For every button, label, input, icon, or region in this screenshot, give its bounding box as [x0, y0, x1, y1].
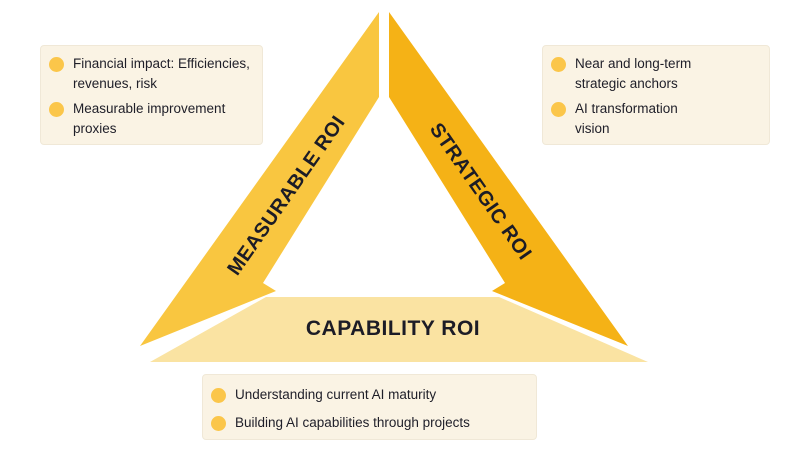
text-line: Building AI capabilities through project…: [235, 415, 470, 430]
list-item-text: Building AI capabilities through project…: [235, 413, 470, 433]
bullet-dot-icon: [551, 56, 566, 72]
capability-roi-info-box: Understanding current AI maturity Buildi…: [202, 374, 537, 440]
list-item-text: Financial impact: Efficiencies, revenues…: [73, 54, 250, 94]
list-item-text: AI transformation vision: [575, 99, 678, 139]
text-line: strategic anchors: [575, 76, 678, 91]
list-item: Financial impact: Efficiencies, revenues…: [49, 54, 250, 94]
strategic-roi-band-shape: [389, 12, 628, 346]
bullet-dot-icon: [49, 101, 64, 117]
measurable-roi-info-box: Financial impact: Efficiencies, revenues…: [40, 45, 263, 145]
bullet-dot-icon: [49, 56, 64, 72]
text-line: AI transformation: [575, 101, 678, 116]
list-item-text: Understanding current AI maturity: [235, 385, 436, 405]
bullet-dot-icon: [551, 101, 566, 117]
text-line: Measurable improvement: [73, 101, 226, 116]
list-item: Building AI capabilities through project…: [211, 413, 524, 433]
list-item: AI transformation vision: [551, 99, 757, 139]
text-line: proxies: [73, 121, 117, 136]
strategic-roi-info-box: Near and long-term strategic anchors AI …: [542, 45, 770, 145]
text-line: Financial impact: Efficiencies,: [73, 56, 250, 71]
list-item: Near and long-term strategic anchors: [551, 54, 757, 94]
capability-roi-label: CAPABILITY ROI: [305, 317, 481, 340]
list-item-text: Near and long-term strategic anchors: [575, 54, 691, 94]
text-line: revenues, risk: [73, 76, 158, 91]
list-item: Understanding current AI maturity: [211, 385, 524, 405]
text-line: vision: [575, 121, 610, 136]
list-item-text: Measurable improvement proxies: [73, 99, 225, 139]
capability-roi-band-shape: [150, 297, 648, 362]
text-line: Near and long-term: [575, 56, 692, 71]
bullet-dot-icon: [211, 387, 226, 403]
text-line: Understanding current AI maturity: [235, 387, 437, 402]
bullet-dot-icon: [211, 415, 226, 431]
list-item: Measurable improvement proxies: [49, 99, 250, 139]
measurable-roi-band-shape: [140, 12, 379, 346]
